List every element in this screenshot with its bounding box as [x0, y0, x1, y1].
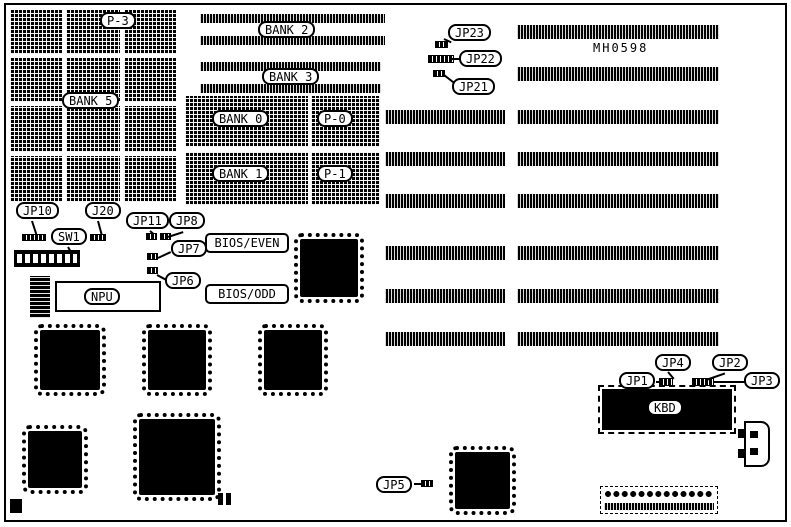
label-jp4: JP4: [655, 354, 691, 371]
label-jp5: JP5: [376, 476, 412, 493]
simm-module: [124, 156, 176, 202]
label-bios-odd: BIOS/ODD: [205, 284, 289, 304]
corner-component: [10, 499, 22, 513]
din-pin: [750, 448, 758, 455]
simm-module: [66, 156, 120, 202]
label-jp2: JP2: [712, 354, 748, 371]
simm-module: [10, 156, 62, 202]
label-jp7: JP7: [171, 240, 207, 257]
label-p3: P-3: [100, 12, 136, 29]
label-sw1: SW1: [51, 228, 87, 245]
chip: [34, 324, 106, 396]
label-kbd: KBD: [647, 399, 683, 416]
chip: [294, 233, 364, 303]
small-footprint: [218, 493, 223, 505]
label-jp21: JP21: [452, 78, 495, 95]
jp10-header: [22, 234, 46, 241]
label-jp8: JP8: [169, 212, 205, 229]
label-j20: J20: [85, 202, 121, 219]
isa-slot-extension: [385, 289, 505, 303]
label-jp22: JP22: [459, 50, 502, 67]
small-footprint: [226, 493, 231, 505]
simm-module: [10, 58, 62, 102]
simm-module: [124, 58, 176, 102]
dip-switch-positions: [17, 254, 77, 263]
chip: [133, 413, 221, 501]
chip: [22, 425, 88, 494]
leader-line: [452, 58, 460, 60]
din-mount-tab: [738, 429, 744, 438]
keyboard-din-connector: [744, 421, 770, 467]
isa-slot: [517, 152, 719, 166]
simm-module: [10, 106, 62, 152]
label-bank0: BANK 0: [212, 110, 270, 127]
label-bank3: BANK 3: [262, 68, 320, 85]
isa-slot-extension: [385, 110, 505, 124]
pin-bar: [604, 503, 714, 510]
label-jp23: JP23: [448, 24, 491, 41]
label-jp11: JP11: [126, 212, 169, 229]
bank2-strip: [200, 14, 385, 23]
chip: [449, 446, 516, 515]
simm-module: [66, 106, 120, 152]
jp5-header: [421, 480, 433, 487]
jp11-header: [146, 233, 157, 240]
simm-module: [124, 10, 176, 54]
label-jp10: JP10: [16, 202, 59, 219]
label-jp3: JP3: [744, 372, 780, 389]
chip: [142, 324, 212, 396]
jp1-jp4-header: [659, 378, 673, 386]
isa-slot-extension: [385, 332, 505, 346]
label-jp6: JP6: [165, 272, 201, 289]
label-bank1: BANK 1: [212, 165, 270, 182]
isa-slot-extension: [385, 152, 505, 166]
din-pin: [750, 431, 758, 438]
bank3-strip: [200, 62, 381, 71]
jp8-header: [160, 233, 171, 240]
jp22-header: [428, 55, 454, 63]
pin-row: [604, 489, 714, 499]
jp21-header: [433, 70, 445, 77]
isa-slot: [517, 194, 719, 208]
jp6-header: [147, 267, 158, 274]
board-id-text: MH0598: [593, 41, 649, 55]
label-bank5: BANK 5: [62, 92, 120, 109]
simm-module: [124, 106, 176, 152]
label-bios-even: BIOS/EVEN: [205, 233, 289, 253]
label-bank2: BANK 2: [258, 21, 316, 38]
j20-header: [90, 234, 106, 241]
label-jp1: JP1: [619, 372, 655, 389]
isa-slot: [517, 110, 719, 124]
npu-socket-pins: [30, 276, 50, 318]
leader-line: [414, 483, 421, 485]
chip: [258, 324, 328, 396]
isa-slot: [517, 67, 719, 81]
dip-switch-sw1: [14, 250, 80, 267]
isa-slot-extension: [385, 194, 505, 208]
simm-module: [10, 10, 62, 54]
bank3-strip: [200, 84, 381, 93]
jp7-header: [147, 253, 158, 260]
leader-line: [713, 381, 746, 383]
pin-header-strip: [600, 486, 718, 514]
label-p0: P-0: [317, 110, 353, 127]
isa-slot: [517, 25, 719, 39]
diagram-border: [4, 3, 787, 522]
leader-line: [656, 381, 661, 383]
bank2-strip: [200, 36, 385, 45]
label-npu: NPU: [84, 288, 120, 305]
isa-slot-extension: [385, 246, 505, 260]
isa-slot: [517, 246, 719, 260]
jp23-header: [435, 41, 448, 48]
isa-slot: [517, 289, 719, 303]
isa-slot: [517, 332, 719, 346]
label-p1: P-1: [317, 165, 353, 182]
din-mount-tab: [738, 449, 744, 458]
